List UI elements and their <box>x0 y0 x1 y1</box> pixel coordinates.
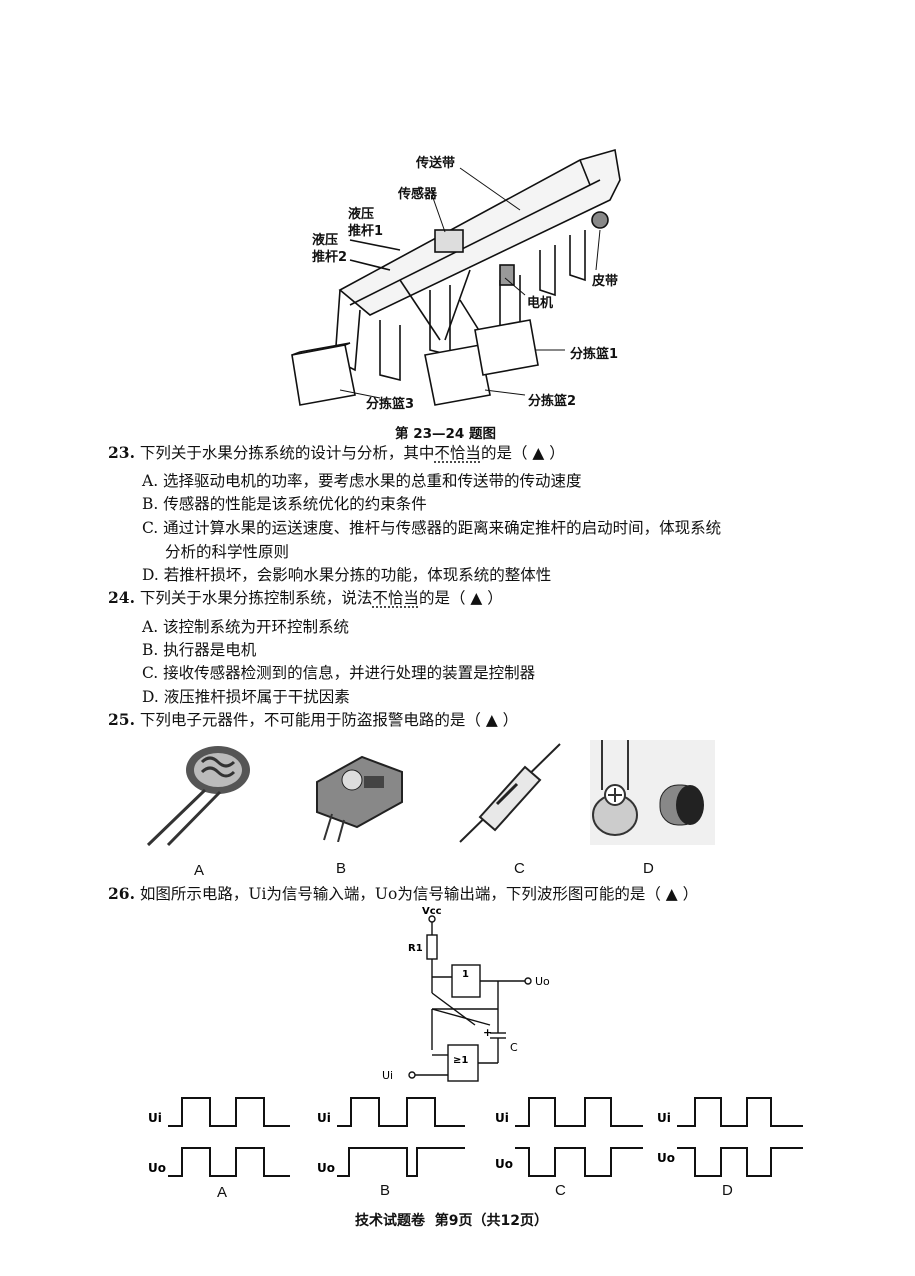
wave-uo-label: Uo <box>148 1161 166 1175</box>
q25-choice-a[interactable]: A <box>194 862 205 879</box>
q23-option-b[interactable]: B. 传感器的性能是该系统优化的约束条件 <box>142 495 427 513</box>
question-26: 26. 如图所示电路，Ui为信号输入端，Uo为信号输出端，下列波形图可能的是（ … <box>108 884 698 904</box>
wave-uo-label: Uo <box>317 1161 335 1175</box>
label-motor: 电机 <box>527 296 554 311</box>
question-number: 24. <box>108 588 135 607</box>
label-conveyor: 传送带 <box>416 156 456 171</box>
gate1-label: 1 <box>462 969 469 980</box>
waveform-option-b[interactable]: Ui Uo <box>315 1092 475 1182</box>
question-number: 23. <box>108 443 135 462</box>
waveform-option-a[interactable]: Ui Uo <box>140 1092 300 1182</box>
component-photo-d[interactable] <box>590 740 715 845</box>
q25-choice-c[interactable]: C <box>514 860 525 877</box>
question-emphasis: 不恰当 <box>372 589 419 607</box>
q26-choice-d[interactable]: D <box>722 1182 733 1199</box>
question-23: 23. 下列关于水果分拣系统的设计与分析，其中不恰当的是（ ▲ ） <box>108 443 565 463</box>
page-footer: 技术试题卷 第9页（共12页） <box>355 1213 548 1229</box>
question-stem: 下列关于水果分拣控制系统，说法 <box>139 589 373 607</box>
q24-option-d[interactable]: D. 液压推杆损坏属于干扰因素 <box>142 688 350 706</box>
q23-option-c[interactable]: C. 通过计算水果的运送速度、推杆与传感器的距离来确定推杆的启动时间，体现系统 <box>142 519 722 537</box>
label-pusher2: 液压 推杆2 <box>312 233 348 265</box>
question-stem: 如图所示电路，Ui为信号输入端，Uo为信号输出端，下列波形图可能的是（ ▲ ） <box>139 885 699 903</box>
q25-choice-b[interactable]: B <box>336 860 347 877</box>
q26-choice-a[interactable]: A <box>217 1184 228 1201</box>
vcc-label: Vcc <box>422 906 442 917</box>
question-stem: 下列关于水果分拣系统的设计与分析，其中 <box>139 444 435 462</box>
gate2-label: ≥1 <box>453 1055 468 1066</box>
q26-choice-c[interactable]: C <box>555 1182 566 1199</box>
cap-label: C <box>510 1041 518 1054</box>
label-basket1: 分拣篮1 <box>570 347 619 362</box>
q26-choice-b[interactable]: B <box>380 1182 391 1199</box>
cap-plus-label: + <box>483 1026 492 1039</box>
sorting-machine-figure <box>280 140 660 420</box>
component-photo-c[interactable] <box>455 742 565 847</box>
q25-choice-d[interactable]: D <box>643 860 654 877</box>
waveform-option-d[interactable]: Ui Uo <box>655 1092 815 1182</box>
wave-uo-label: Uo <box>657 1151 675 1165</box>
label-pusher1: 液压 推杆1 <box>348 207 384 239</box>
component-photo-b[interactable] <box>302 742 412 843</box>
q23-option-c-cont: 分析的科学性原则 <box>165 543 290 561</box>
figure-caption: 第 23—24 题图 <box>395 426 496 442</box>
question-stem-end: 的是（ ▲ ） <box>418 589 503 607</box>
label-belt: 皮带 <box>592 274 619 289</box>
sorting-machine-drawing <box>291 148 621 406</box>
wave-uo-label: Uo <box>495 1157 513 1171</box>
question-25: 25. 下列电子元器件，不可能用于防盗报警电路的是（ ▲ ） <box>108 710 518 730</box>
component-photo-a[interactable] <box>140 742 270 847</box>
uo-label: Uo <box>535 975 550 988</box>
label-basket3: 分拣篮3 <box>366 397 415 412</box>
question-number: 25. <box>108 710 135 729</box>
label-basket2: 分拣篮2 <box>528 394 577 409</box>
wave-ui-label: Ui <box>495 1111 509 1125</box>
question-24: 24. 下列关于水果分拣控制系统，说法不恰当的是（ ▲ ） <box>108 588 503 608</box>
question-stem: 下列电子元器件，不可能用于防盗报警电路的是（ ▲ ） <box>139 711 519 729</box>
question-emphasis: 不恰当 <box>434 444 481 462</box>
q24-option-a[interactable]: A. 该控制系统为开环控制系统 <box>142 618 350 636</box>
r1-label: R1 <box>408 943 423 954</box>
question-stem-end: 的是（ ▲ ） <box>480 444 565 462</box>
label-sensor: 传感器 <box>398 187 438 202</box>
q23-option-a[interactable]: A. 选择驱动电机的功率，要考虑水果的总重和传送带的传动速度 <box>142 472 582 490</box>
wave-ui-label: Ui <box>657 1111 671 1125</box>
q23-option-d[interactable]: D. 若推杆损坏，会影响水果分拣的功能，体现系统的整体性 <box>142 566 552 584</box>
ui-label: Ui <box>382 1069 393 1082</box>
circuit-diagram: Vcc R1 1 Uo + C ≥1 Ui <box>380 905 560 1090</box>
waveform-option-c[interactable]: Ui Uo <box>493 1092 653 1182</box>
wave-ui-label: Ui <box>148 1111 162 1125</box>
question-number: 26. <box>108 884 135 903</box>
q24-option-c[interactable]: C. 接收传感器检测到的信息，并进行处理的装置是控制器 <box>142 664 536 682</box>
wave-ui-label: Ui <box>317 1111 331 1125</box>
q24-option-b[interactable]: B. 执行器是电机 <box>142 641 257 659</box>
